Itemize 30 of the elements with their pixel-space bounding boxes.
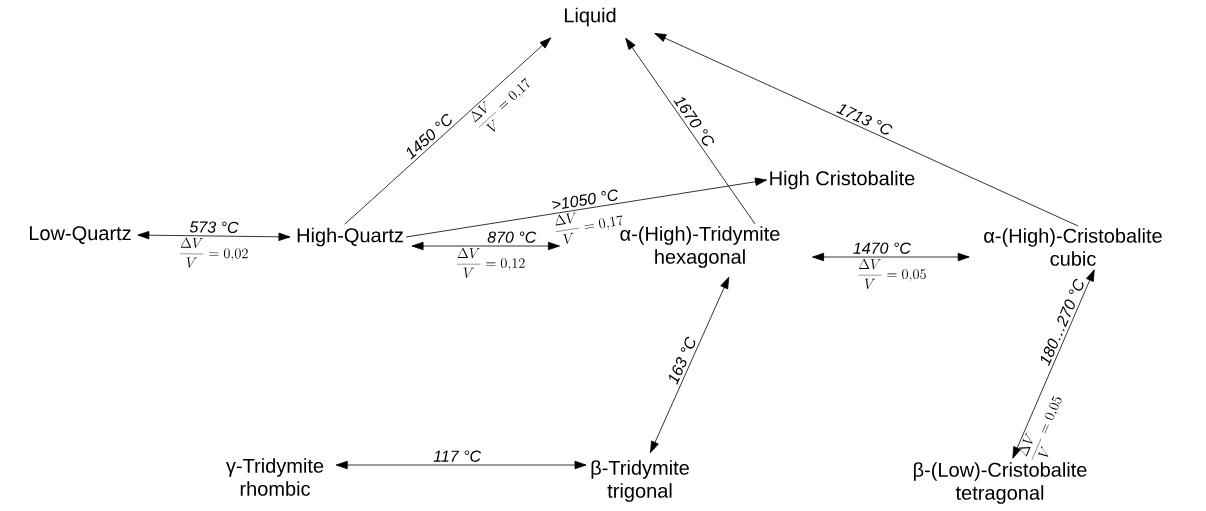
arrow	[1012, 269, 1095, 459]
arrow	[137, 231, 291, 241]
phase-name: γ-Tridymite rhombic	[226, 458, 324, 496]
phase-name: β-Tridymite trigonal	[591, 460, 689, 502]
volume-change-label: $\frac{\Delta V}{V} = 0{,}02$	[180, 237, 248, 268]
arrow	[405, 177, 767, 238]
edge-label: 1713 °C	[836, 104, 893, 135]
phase-name: α-(High)-Cristobalite cubic	[984, 228, 1162, 266]
phase-name: High Cristobalite	[770, 170, 915, 190]
phase-name: Liquid	[564, 7, 616, 27]
arrow	[335, 460, 587, 470]
volume-change-label: $\frac{\Delta V}{V} = 0{,}17$	[471, 77, 530, 132]
volume-change-label: $\frac{\Delta V}{V} = 0{,}05$	[858, 258, 926, 289]
volume-change-label: $\frac{\Delta V}{V} = 0{,}12$	[457, 247, 525, 278]
arrow	[650, 276, 730, 453]
edge-label: 163 °C	[669, 336, 696, 385]
edge-label: 1470 °C	[853, 242, 911, 254]
edge-label: 117 °C	[433, 450, 482, 462]
phase-name: High-Quartz	[297, 227, 403, 247]
arrow	[411, 241, 560, 251]
arrow	[812, 252, 970, 262]
arrow	[625, 37, 756, 225]
volume-change-label: $\frac{\Delta V}{V} = 0{,}05$	[1019, 395, 1062, 460]
arrow	[344, 37, 552, 225]
phase-name: Low-Quartz	[29, 226, 131, 244]
phase-name: β-(Low)-Cristobalite tetragonal	[913, 462, 1087, 504]
arrow	[654, 33, 1079, 227]
edge-label: >1050 °C	[552, 189, 618, 210]
edge-label: 870 °C	[487, 231, 537, 243]
edge-label: 573 °C	[189, 221, 239, 234]
